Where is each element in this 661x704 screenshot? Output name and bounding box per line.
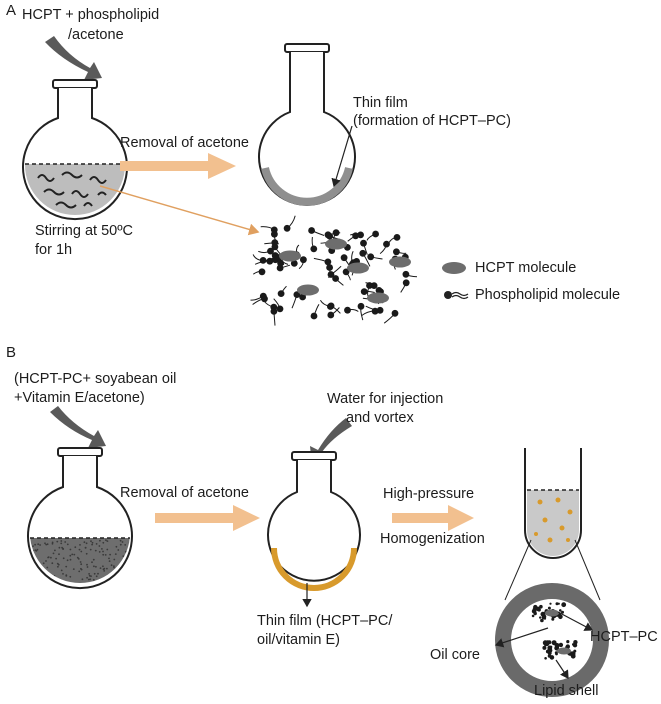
step-label: High-pressure <box>383 486 475 502</box>
input-label: /acetone <box>68 27 124 43</box>
thin-film-label: (formation of HCPT–PC) <box>353 113 511 129</box>
thin-film-label: Thin film <box>353 95 408 111</box>
ellipse-molecule-icon <box>442 262 466 274</box>
water-label: Water for injection <box>327 391 444 407</box>
lipid-shell-label: Lipid shell <box>534 683 599 699</box>
process-arrow-icon <box>392 505 474 531</box>
water-label: and vortex <box>346 410 414 426</box>
hcpt-pc-complex-illustration <box>250 215 418 326</box>
thin-film-label: Thin film (HCPT–PC/ <box>257 613 393 629</box>
panel-label-b: B <box>6 344 17 361</box>
lipid-tail-icon <box>444 291 469 300</box>
flask-icon <box>267 451 361 591</box>
oil-core-label: Oil core <box>430 647 480 663</box>
curved-arrow-icon <box>50 406 106 448</box>
condition-label: for 1h <box>35 242 73 258</box>
nanoemulsion-droplet-illustration <box>495 583 609 697</box>
legend-label: HCPT molecule <box>475 260 577 276</box>
test-tube-icon <box>524 448 582 559</box>
process-arrow-icon <box>120 153 236 179</box>
input-label: +Vitamin E/acetone) <box>14 390 145 406</box>
flask-icon <box>22 79 128 221</box>
process-arrow-icon <box>155 505 260 531</box>
panel-label-a: A <box>6 2 17 19</box>
step-label: Homogenization <box>380 531 485 547</box>
flask-icon <box>258 43 356 206</box>
condition-label: Stirring at 50ºC <box>35 223 133 239</box>
input-label: (HCPT-PC+ soyabean oil <box>14 371 177 387</box>
curved-arrow-icon <box>45 36 102 80</box>
step-label: Removal of acetone <box>120 135 249 151</box>
flask-icon <box>27 447 133 590</box>
legend-label: Phospholipid molecule <box>475 287 621 303</box>
input-label: HCPT + phospholipid <box>22 7 160 23</box>
thin-film-label: oil/vitamin E) <box>257 632 340 648</box>
hcpt-pc-label: HCPT–PC <box>590 629 658 645</box>
step-label: Removal of acetone <box>120 485 249 501</box>
